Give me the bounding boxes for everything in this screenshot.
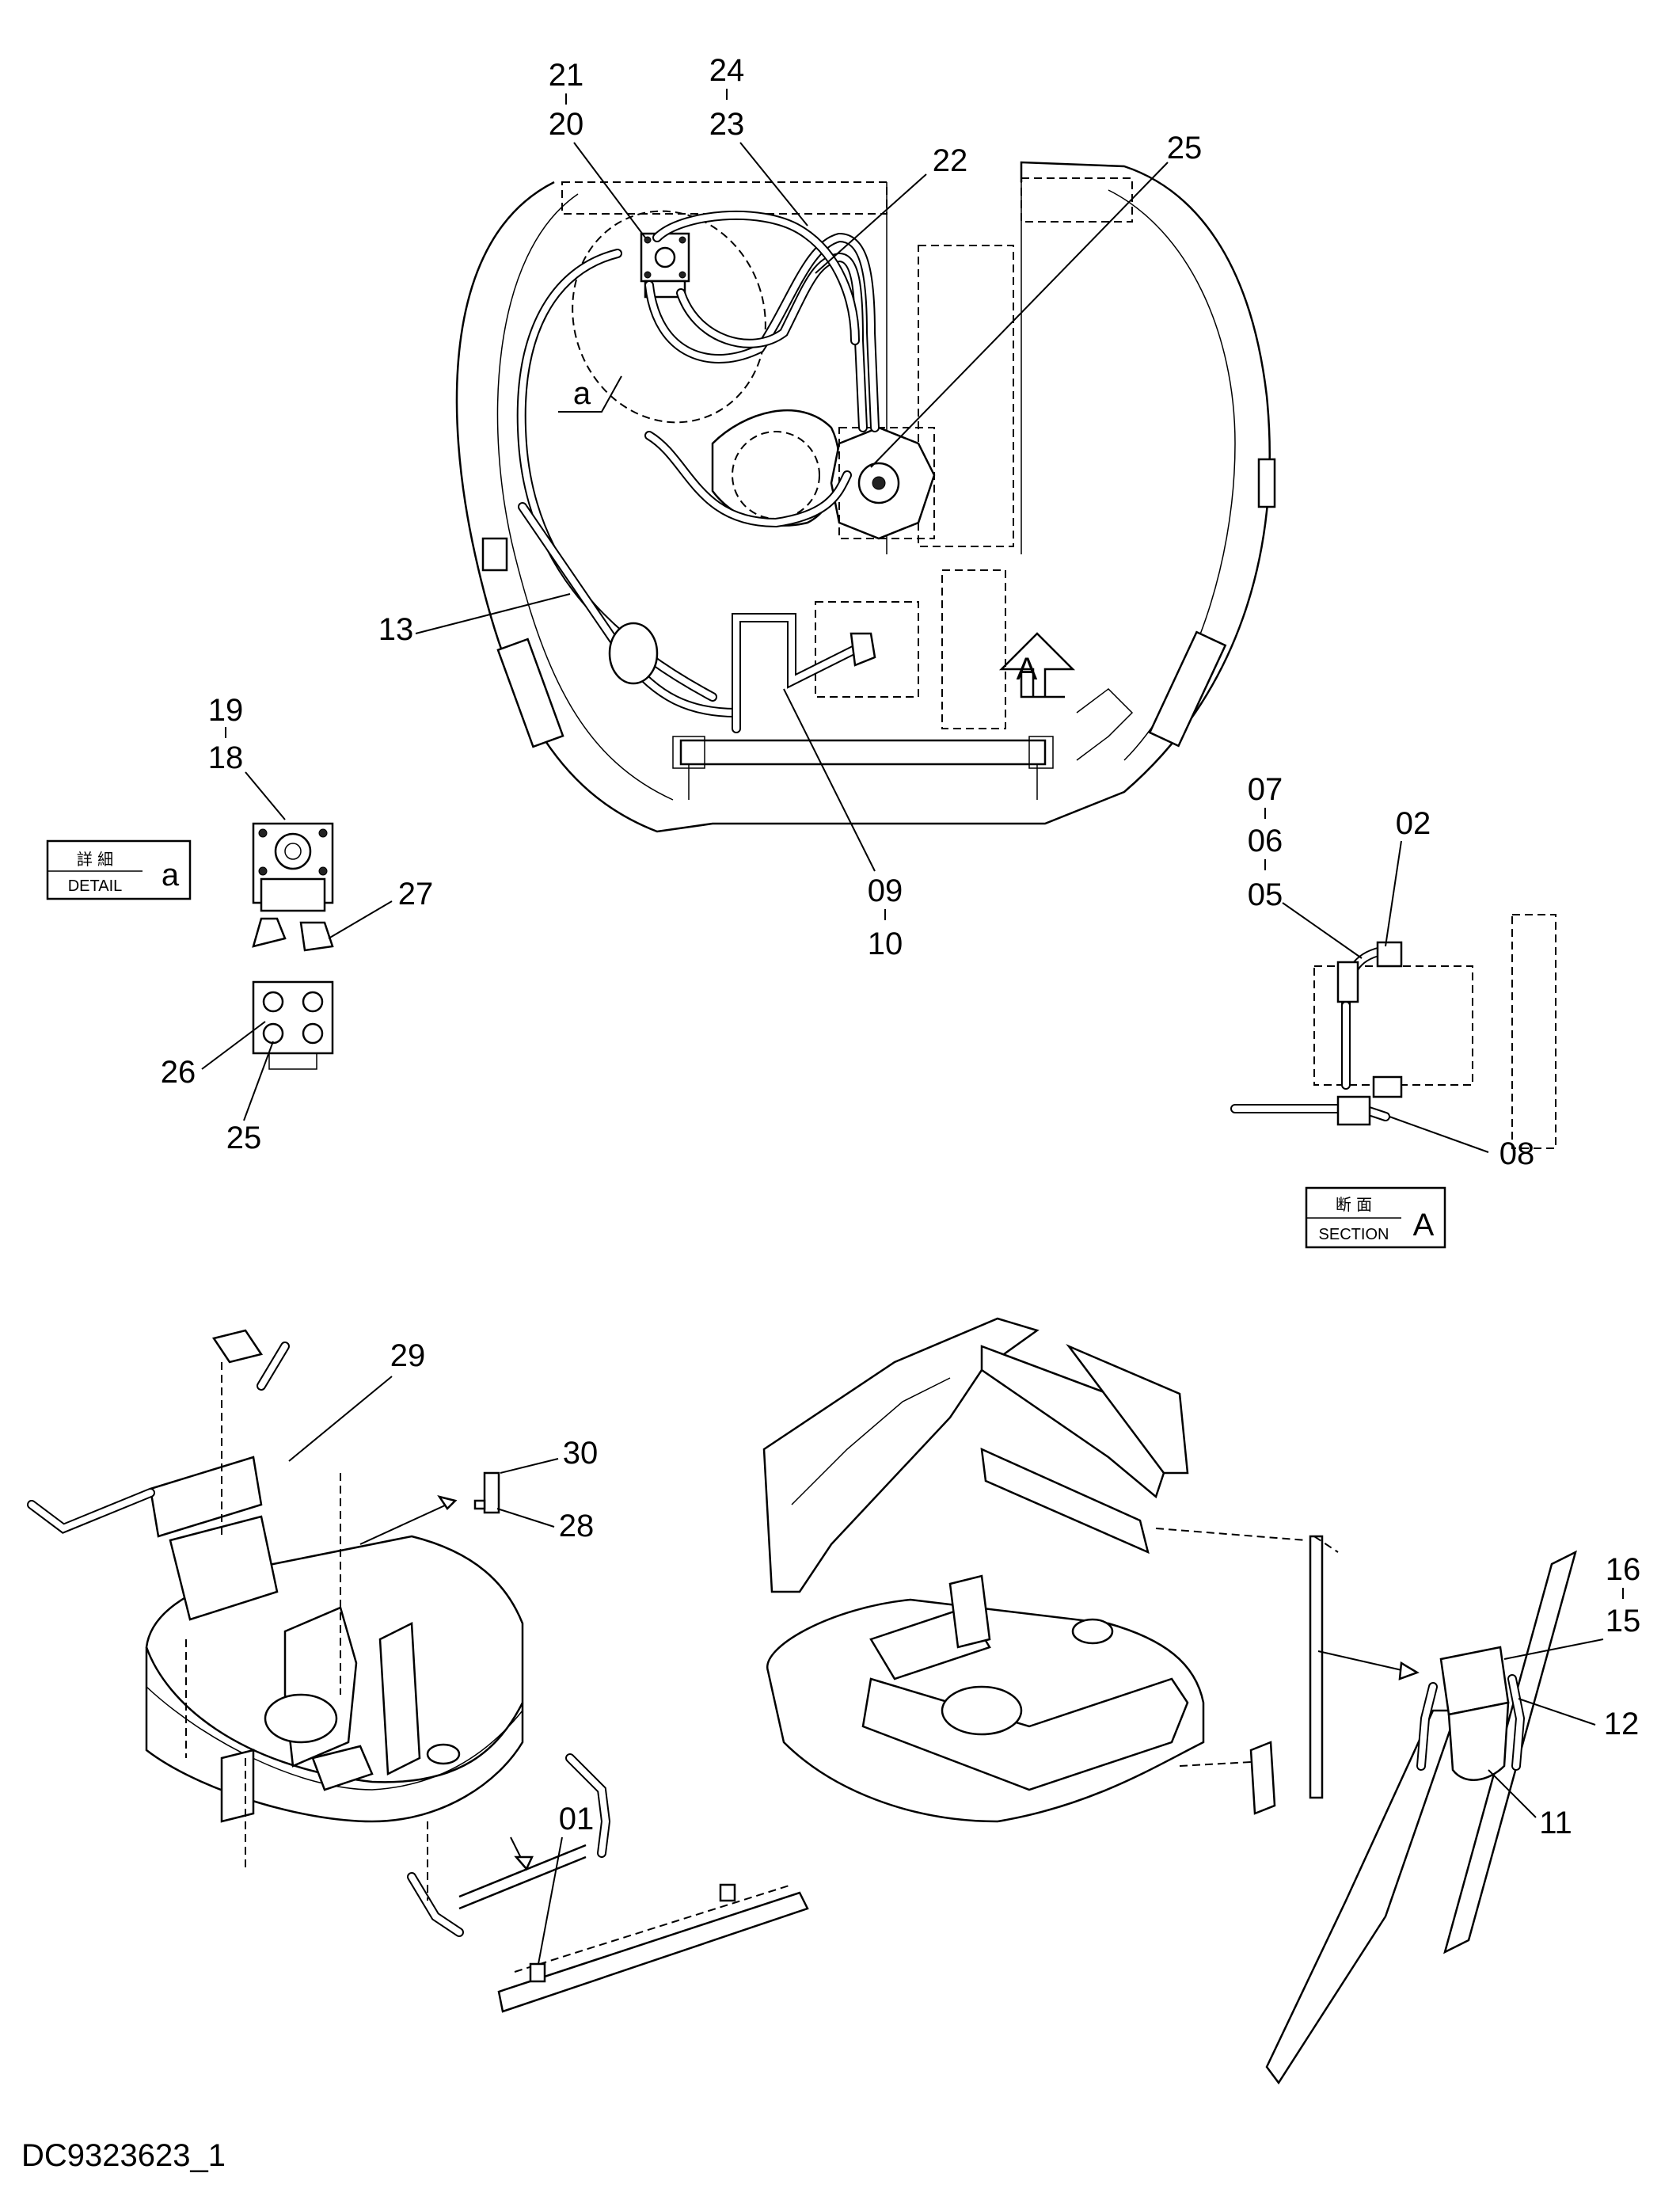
section-ref: A [1413,1208,1435,1243]
top-callouts: 21 20 24 23 22 25 13 09 10 a [378,53,1203,961]
section-en-label: SECTION [1319,1226,1389,1243]
top-plan-view: A [455,161,1276,833]
callout-18: 18 [208,740,244,775]
callout-15: 15 [1606,1604,1641,1638]
callout-25-top: 25 [1167,131,1203,166]
callout-12: 12 [1604,1707,1640,1741]
detail-ja-label: 詳 細 [77,850,113,869]
bottom-left-callouts: 29 30 28 01 [288,1338,599,1965]
callout-21: 21 [549,58,584,93]
callout-27: 27 [398,877,434,912]
callout-23: 23 [709,107,745,142]
section-ja-label: 断 面 [1336,1195,1372,1214]
callout-11: 11 [1539,1806,1572,1840]
callout-09: 09 [868,873,903,908]
callout-01: 01 [559,1802,595,1836]
callout-05: 05 [1248,877,1283,912]
callout-29: 29 [390,1338,426,1373]
callout-06: 06 [1248,824,1283,858]
detail-ref: a [162,858,180,892]
direction-arrow-icon [359,1495,458,1545]
callout-02: 02 [1396,806,1431,841]
bottom-left-isometric [27,1329,809,2013]
view-arrow-icon [998,632,1076,698]
drawing-id: DC9323623_1 [21,2138,226,2173]
section-a-view [1230,914,1556,1149]
view-label-a: A [1017,652,1038,687]
callout-26: 26 [161,1055,196,1090]
callout-30: 30 [563,1436,599,1471]
detail-en-label: DETAIL [68,877,123,895]
callout-16: 16 [1606,1552,1641,1587]
bottom-right-isometric [762,1317,1577,2085]
callout-a: a [573,376,591,411]
callout-25: 25 [226,1121,262,1155]
bottom-right-callouts: 16 15 12 11 [1488,1552,1640,1840]
callout-22: 22 [933,143,968,178]
detail-a [252,822,334,1070]
callout-20: 20 [549,107,584,142]
callout-10: 10 [868,927,903,961]
detail-callouts: 19 18 27 26 25 詳 細 DETAIL a [46,693,434,1155]
callout-07: 07 [1248,772,1283,807]
callout-28: 28 [559,1509,595,1543]
callout-08: 08 [1499,1136,1535,1171]
callout-24: 24 [709,53,745,88]
callout-13: 13 [378,612,414,647]
section-callouts: 07 06 05 02 08 断 面 SECTION A [1248,772,1535,1249]
callout-19: 19 [208,693,244,728]
